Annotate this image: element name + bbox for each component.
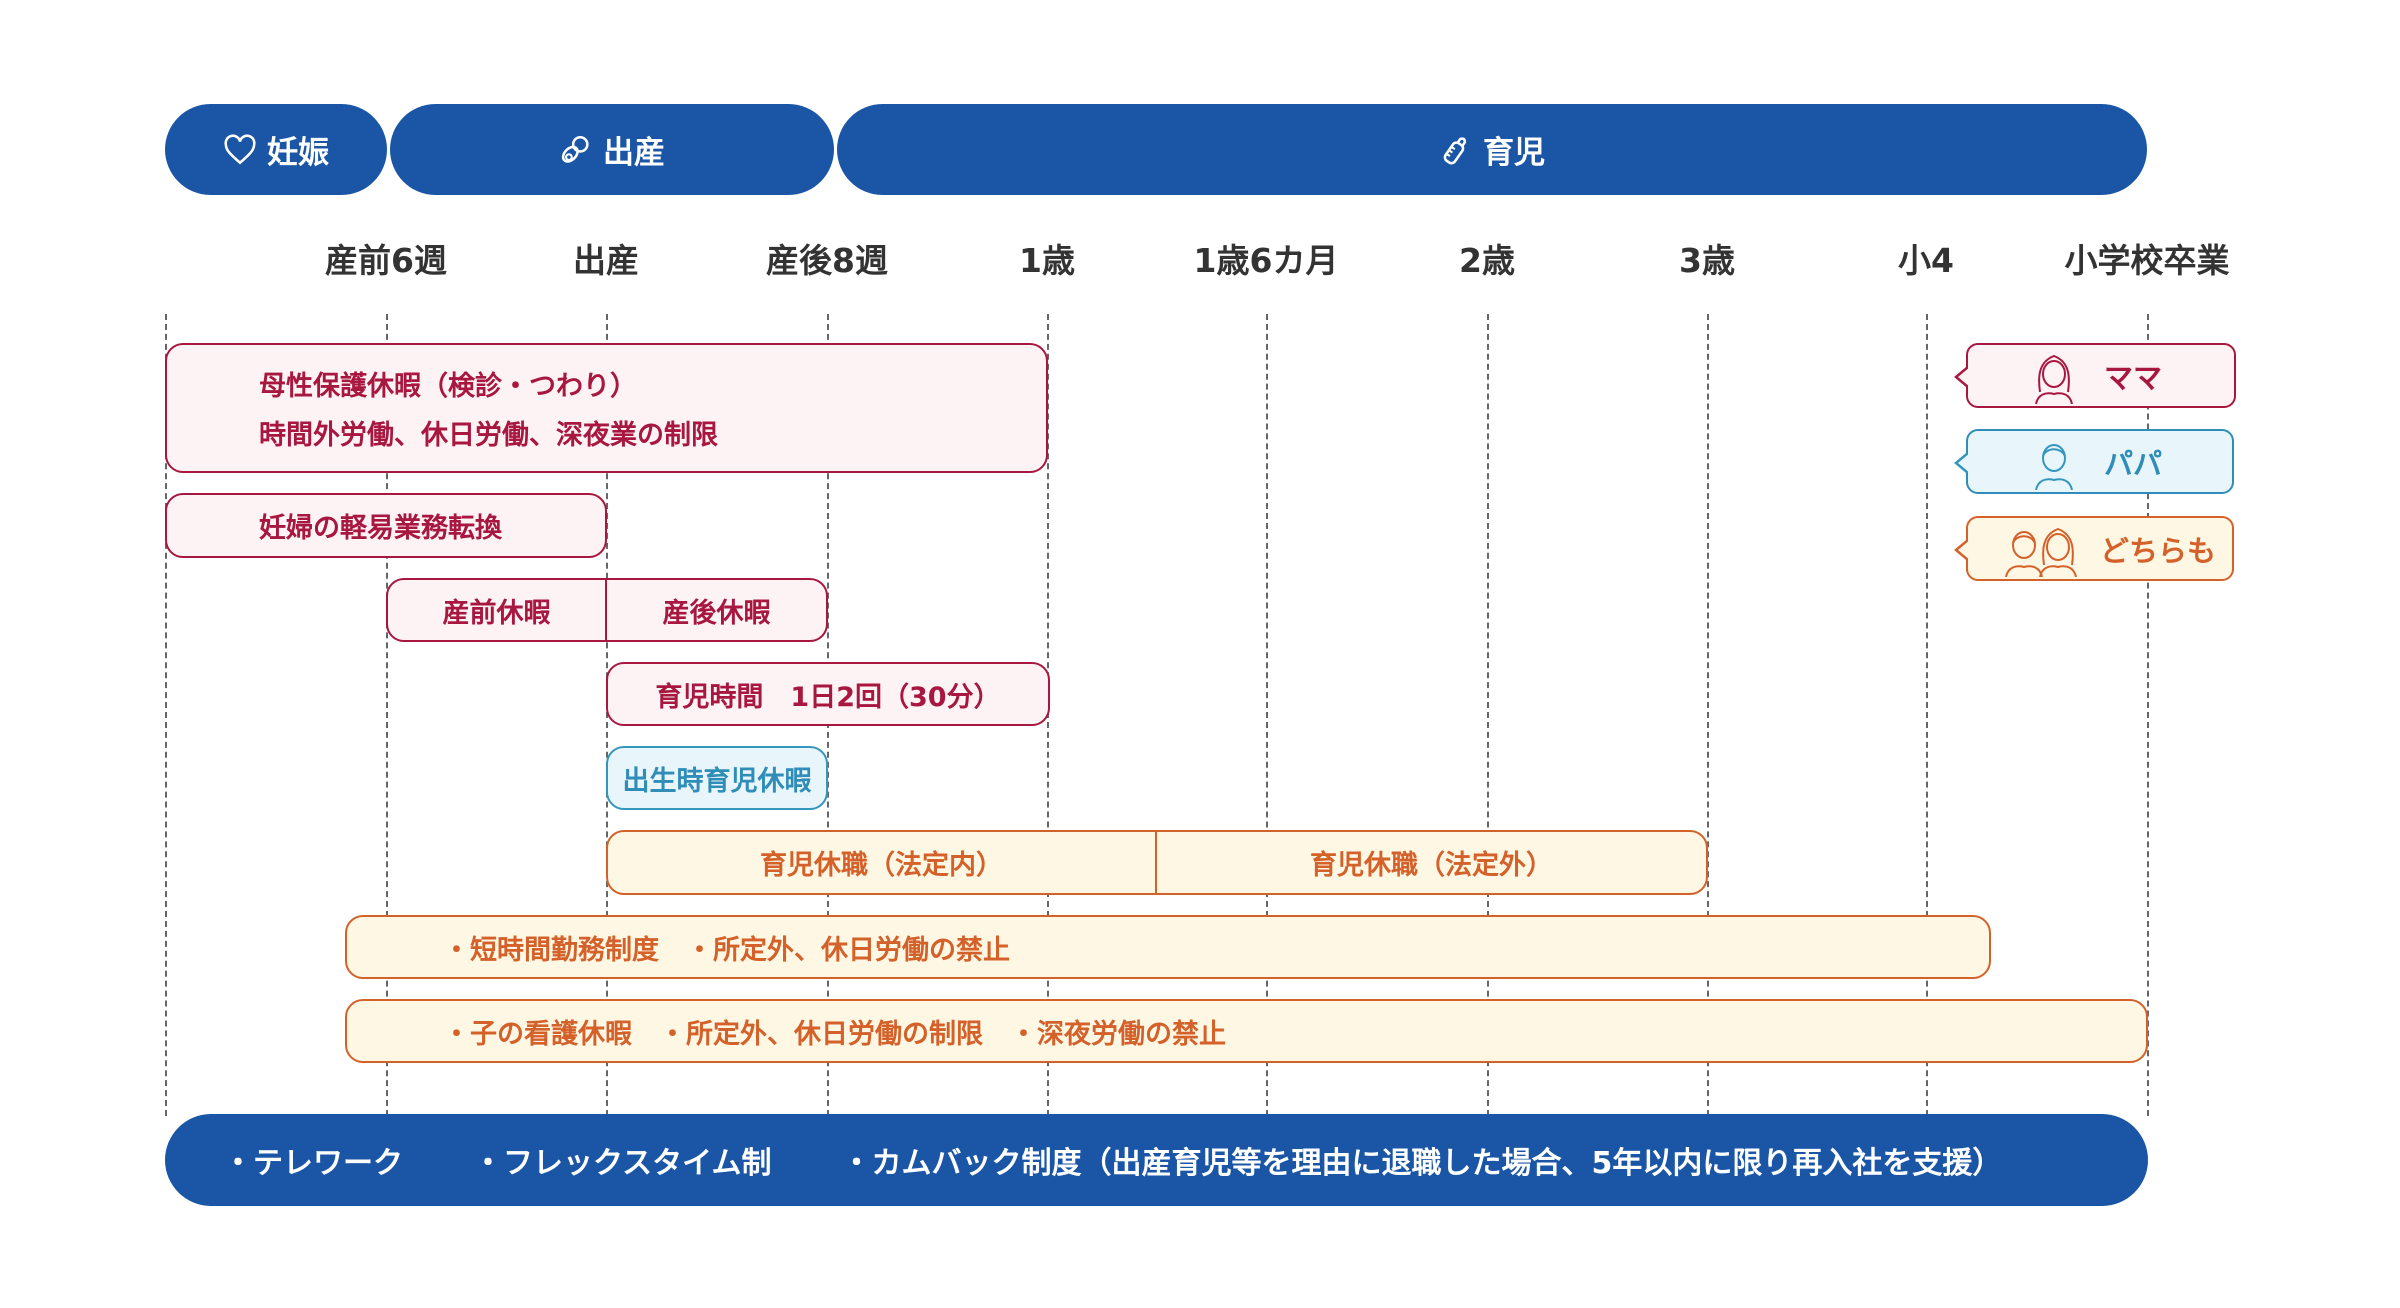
guide-line [386,314,388,1116]
speech-tail [1954,367,1968,387]
phase-label: 出産 [603,135,665,171]
pacifier-icon [561,135,589,163]
guide-line [165,314,167,1116]
bar-label: 妊婦の軽易業務転換 [259,513,502,544]
timeline-label-3y: 3歳 [1679,241,1735,280]
bar-label: 母性保護休暇（検診・つわり） [259,371,637,402]
guide-line [1487,314,1489,1116]
phase-pregnancy: 妊娠 [165,104,387,195]
speech-tail [1954,540,1968,560]
bar-segment-postnatal: 産後休暇 [607,580,826,640]
bar-maternity-leave: 産前休暇 産後休暇 [386,578,828,642]
bar-label: 産前休暇 [442,597,551,629]
phase-childcare: 育児 [837,104,2147,195]
bar-segment-extra: 育児休職（法定外） [1157,832,1706,893]
timeline-label-postnatal-8w: 産後8週 [766,241,888,280]
legend-label: どちらも [2100,533,2217,568]
timeline-label-1y: 1歳 [1019,241,1075,280]
bar-short-hours: ・短時間勤務制度 ・所定外、休日労働の禁止 [345,915,1991,979]
bar-label: 育児時間 1日2回（30分） [655,681,1001,713]
timeline-label-1y6m: 1歳6カ月 [1193,241,1339,280]
bar-maternity-protection: 母性保護休暇（検診・つわり） 時間外労働、休日労働、深夜業の制限 [165,343,1048,473]
bar-nursing-time: 育児時間 1日2回（30分） [606,662,1050,726]
phase-birth: 出産 [390,104,834,195]
program-item: ・フレックスタイム制 [473,1146,772,1181]
bar-segment-statutory: 育児休職（法定内） [608,832,1157,893]
bar-label: 時間外労働、休日労働、深夜業の制限 [259,420,718,451]
legend-mama: ママ [1954,343,2236,408]
bar-light-duty: 妊婦の軽易業務転換 [165,493,607,558]
timeline-label-2y: 2歳 [1459,241,1515,280]
legend-label: パパ [2104,446,2163,481]
guide-line [1707,314,1709,1116]
bar-paternity-leave: 出生時育児休暇 [606,746,828,810]
bar-label: 出生時育児休暇 [622,765,812,797]
bar-child-care: ・子の看護休暇 ・所定外、休日労働の制限 ・深夜労働の禁止 [345,999,2148,1063]
timeline-label-birth: 出産 [573,241,639,280]
timeline-label-grade4: 小4 [1898,241,1954,280]
guide-line [1266,314,1268,1116]
baby-bottle-icon [1443,136,1467,164]
phase-label: 妊娠 [267,135,329,171]
bar-segment-prenatal: 産前休暇 [388,580,607,640]
timeline-label-prenatal-6w: 産前6週 [325,241,447,280]
heart-icon [224,133,256,164]
legend-label: ママ [2104,360,2163,395]
bottom-bar-company-programs: ・テレワーク ・フレックスタイム制 ・カムバック制度（出産育児等を理由に退職した… [165,1114,2148,1206]
bar-label: ・短時間勤務制度 ・所定外、休日労働の禁止 [443,934,1010,966]
bar-label: 育児休職（法定内） [760,850,1003,881]
guide-line [2147,314,2149,1116]
bar-label: 産後休暇 [662,597,771,629]
program-item: ・カムバック制度（出産育児等を理由に退職した場合、5年以内に限り再入社を支援） [841,1146,2003,1181]
parents-icon [2005,527,2077,577]
bar-childcare-leave: 育児休職（法定内） 育児休職（法定外） [606,830,1708,895]
bar-label: ・子の看護休暇 ・所定外、休日労働の制限 ・深夜労働の禁止 [443,1018,1226,1050]
speech-tail [1954,453,1968,473]
timeline-label-elementary-grad: 小学校卒業 [2064,241,2230,280]
phase-label: 育児 [1483,135,1545,171]
guide-line [1926,314,1928,1116]
bar-label: 育児休職（法定外） [1310,850,1553,881]
mother-icon [2035,354,2073,404]
legend-papa: パパ [1954,429,2234,494]
program-item: ・テレワーク [223,1146,403,1181]
father-icon [2035,443,2073,490]
legend-both: どちらも [1954,516,2234,581]
